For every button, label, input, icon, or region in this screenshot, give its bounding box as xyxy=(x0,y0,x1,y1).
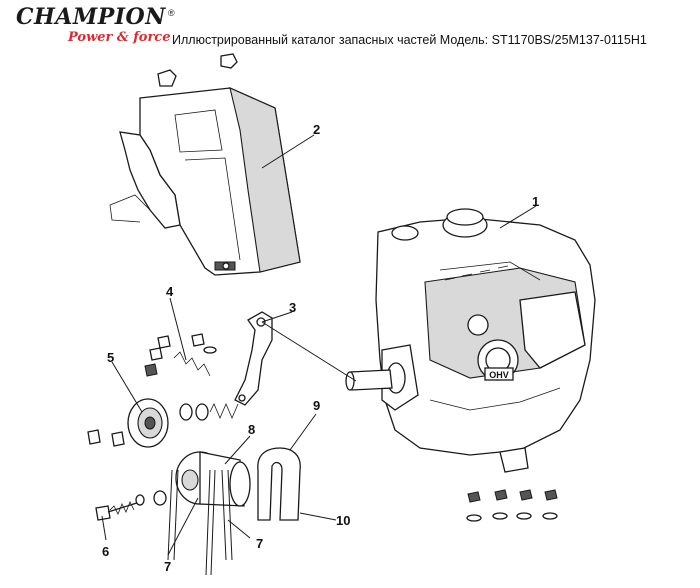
callout-8: 8 xyxy=(248,422,255,437)
brand-registered-mark: ® xyxy=(168,8,175,18)
idler-bracket xyxy=(234,311,273,406)
leader-lines xyxy=(101,134,537,556)
callout-5: 5 xyxy=(107,350,114,365)
brand-tagline: Power & force xyxy=(68,30,171,45)
callout-2: 2 xyxy=(313,122,320,137)
callout-3: 3 xyxy=(289,300,296,315)
callout-1: 1 xyxy=(532,194,539,209)
callout-7a: 7 xyxy=(256,536,263,551)
ohv-badge: OHV xyxy=(484,367,514,381)
callout-6: 6 xyxy=(102,544,109,559)
ohv-badge-text: OHV xyxy=(489,370,509,380)
page-header: CHAMPION ® Power & force Иллюстрированны… xyxy=(0,0,700,52)
drive-belt xyxy=(257,447,301,521)
callout-4: 4 xyxy=(166,284,174,299)
catalog-title: Иллюстрированный каталог запасных частей… xyxy=(172,33,647,47)
tension-spring xyxy=(144,333,217,377)
parts-diagram: OHV xyxy=(87,53,596,576)
idler-pulley xyxy=(87,398,239,448)
callout-9: 9 xyxy=(313,398,320,413)
brand-name: CHAMPION xyxy=(16,4,166,30)
v-belts xyxy=(167,469,233,576)
engine: OHV xyxy=(345,208,596,473)
callout-7b: 7 xyxy=(164,559,171,574)
belt-cover xyxy=(109,53,301,276)
callout-10: 10 xyxy=(336,513,350,528)
drive-pulley xyxy=(175,451,251,507)
brand-logo: CHAMPION ® Power & force xyxy=(16,4,175,45)
mounting-bolt xyxy=(95,490,167,521)
hardware-set xyxy=(466,489,558,522)
callouts: 1 2 3 4 5 6 7 7 8 9 10 xyxy=(102,122,539,574)
